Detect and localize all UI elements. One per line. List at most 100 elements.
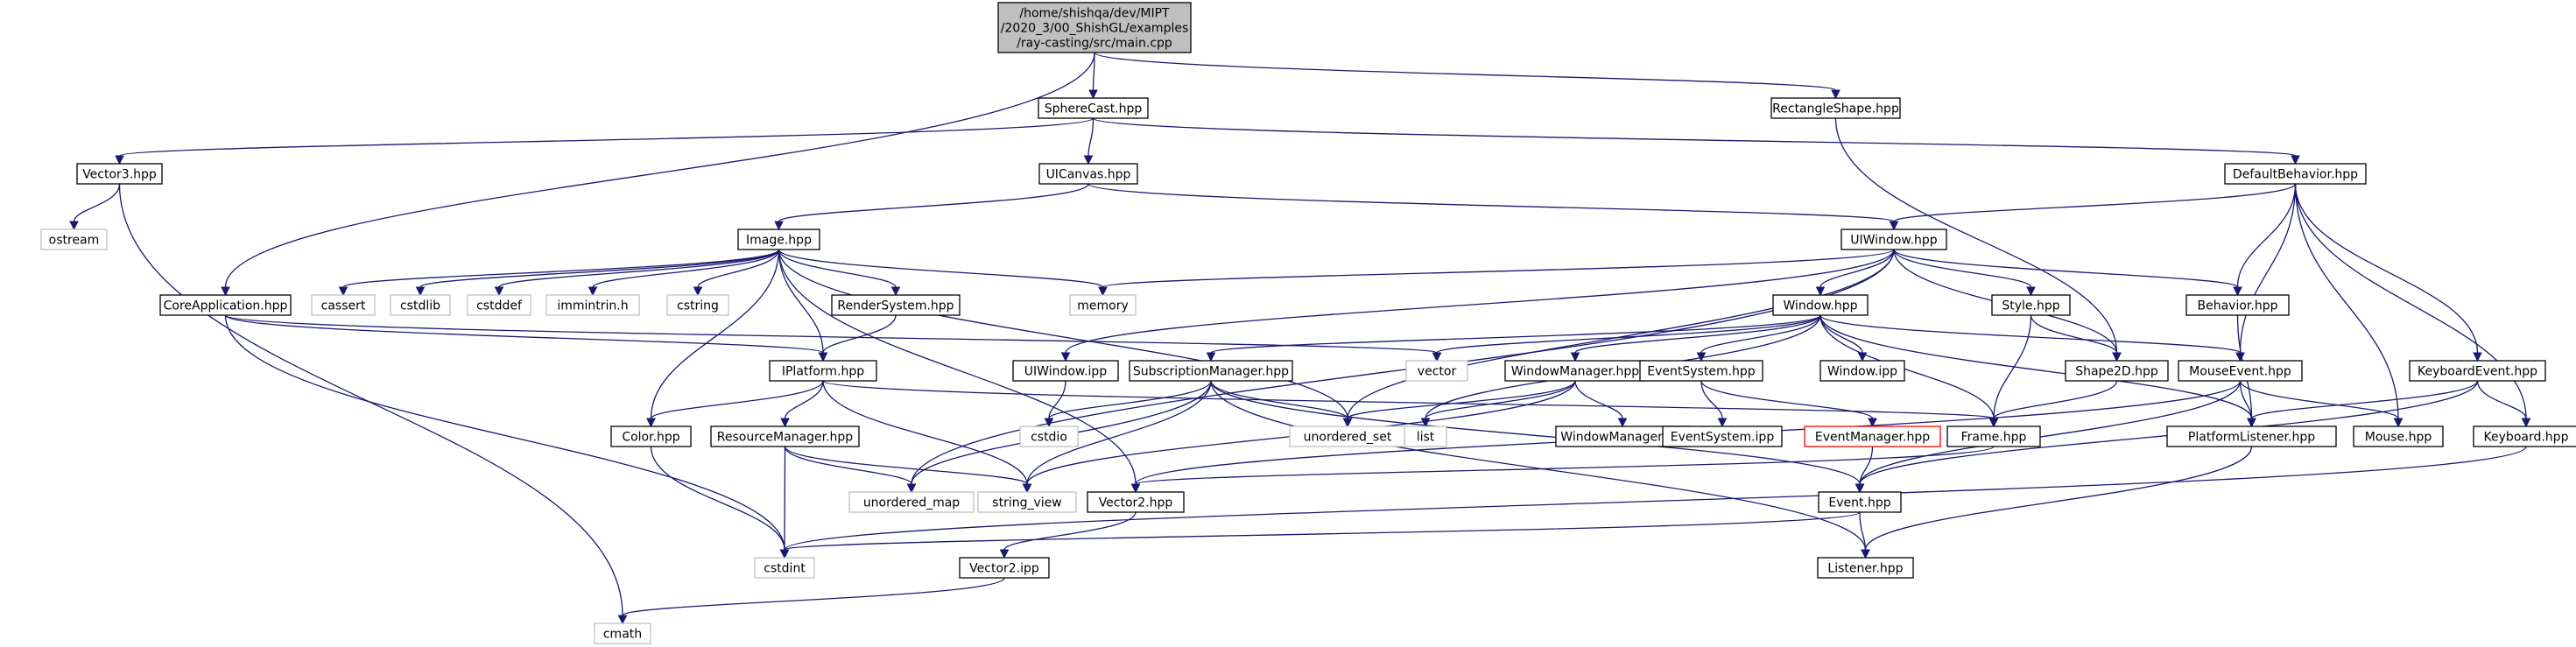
node-box [997,2,1192,53]
node-label: Image.hpp [746,234,812,248]
node-resourcemanager[interactable]: ResourceManager.hpp [710,425,860,447]
node-box [159,294,292,316]
node-vector3[interactable]: Vector3.hpp [76,163,163,185]
file-nodes: /home/shishqa/dev/MIPT/2020_3/00_ShishGL… [40,2,2576,644]
node-windowipp[interactable]: Window.ipp [1819,360,1905,382]
edge-shape2d-to-frame [1988,380,2118,428]
node-mouseevent[interactable]: MouseEvent.hpp [2178,360,2303,382]
node-label: SphereCast.hpp [1045,102,1143,116]
edge-window-to-windowipp [1819,314,1868,362]
edge-eventsystem-to-eventsystemipp [1700,380,1728,428]
node-box [390,294,451,316]
node-box [1770,97,1901,119]
node-eventsystem[interactable]: EventSystem.hpp [1639,360,1763,382]
node-box [1819,360,1905,382]
node-keyboard[interactable]: Keyboard.hpp [2473,425,2576,447]
node-label: Frame.hpp [1961,431,2027,445]
node-eventmanager[interactable]: EventManager.hpp [1804,425,1941,447]
node-platformlistener[interactable]: PlatformListener.hpp [2166,425,2337,447]
edge-arrowhead [617,615,628,625]
edge-style-to-frame [1988,314,2032,428]
node-list: list [1404,425,1447,447]
node-box [710,425,860,447]
node-label: list [1417,431,1435,445]
node-window[interactable]: Window.hpp [1772,294,1869,316]
edge-color-to-cstdint [650,446,790,559]
node-keyboardevent[interactable]: KeyboardEvent.hpp [2409,360,2546,382]
edge-uiwindow-to-memory [1098,249,1895,297]
edge-arrowhead [1855,483,1865,494]
node-label: cstdint [764,562,806,576]
edge-arrowhead [338,286,348,297]
edge-spherecast-to-uicanvas [1083,117,1094,165]
node-label: EventSystem.hpp [1647,365,1756,379]
node-windowmanager[interactable]: WindowManager.hpp [1504,360,1646,382]
node-shape2d[interactable]: Shape2D.hpp [2065,360,2169,382]
node-label: cstdio [1031,431,1067,445]
edge-arrowhead [1815,286,1826,297]
node-rectangleshape[interactable]: RectangleShape.hpp [1770,97,1901,119]
edge-event-to-listener [1859,511,1870,559]
node-uiwindow[interactable]: UIWindow.hpp [1841,229,1947,250]
node-label: /2020_3/00_ShishGL/examples [1001,22,1189,36]
node-cstddef: cstddef [467,294,531,316]
node-eventsystemipp[interactable]: EventSystem.ipp [1662,425,1783,447]
edge-arrowhead [890,286,901,297]
node-label: Behavior.hpp [2198,299,2278,313]
node-box [2473,425,2576,447]
edge-main-to-rectangleshape [1094,52,1841,100]
edge-arrowhead [2393,418,2404,428]
node-cstring: cstring [666,294,729,316]
node-color[interactable]: Color.hpp [610,425,692,447]
node-listener[interactable]: Listener.hpp [1817,557,1914,579]
node-box [666,294,729,316]
node-mouse[interactable]: Mouse.hpp [2353,425,2444,447]
edge-arrowhead [1432,352,1442,362]
node-behavior[interactable]: Behavior.hpp [2185,294,2290,316]
node-box [1129,360,1293,382]
edge-arrowhead [1098,286,1108,297]
node-event[interactable]: Event.hpp [1818,491,1902,513]
node-label: UICanvas.hpp [1046,168,1131,182]
edge-arrowhead [999,549,1010,559]
node-frame[interactable]: Frame.hpp [1946,425,2041,447]
edge-uicanvas-to-uiwindow [1087,183,1899,231]
node-vector2ipp[interactable]: Vector2.ipp [959,557,1050,579]
node-vector2[interactable]: Vector2.hpp [1087,491,1185,513]
node-uiwindowipp[interactable]: UIWindow.ipp [1012,360,1119,382]
node-uicanvas[interactable]: UICanvas.hpp [1038,163,1138,185]
node-subscriptionmanager[interactable]: SubscriptionManager.hpp [1129,360,1293,382]
node-cassert: cassert [311,294,376,316]
edge-coreapplication-to-cstdint [224,314,790,559]
dependency-edges [69,52,2531,625]
node-defaultbehavior[interactable]: DefaultBehavior.hpp [2224,163,2367,185]
edge-uiwindow-to-window [1815,249,1895,297]
edge-mouseevent-to-mouse [2239,380,2404,428]
edge-arrowhead [1861,549,1870,559]
node-label: ostream [49,234,100,248]
node-rendersystem[interactable]: RenderSystem.hpp [831,294,961,316]
node-box [1038,97,1149,119]
node-style[interactable]: Style.hpp [1991,294,2071,316]
edge-arrowhead [780,418,790,428]
node-coreapplication[interactable]: CoreApplication.hpp [159,294,292,316]
node-label: RenderSystem.hpp [837,299,954,313]
node-label: Mouse.hpp [2365,431,2432,445]
node-box [2353,425,2444,447]
edge-spherecast-to-defaultbehavior [1092,117,2300,165]
node-box [2224,163,2367,185]
node-label: Window.hpp [1783,299,1857,313]
node-box [959,557,1050,579]
node-unordered_map: unordered_map [848,491,975,513]
node-iplatform[interactable]: IPlatform.hpp [769,360,877,382]
node-main[interactable]: /home/shishqa/dev/MIPT/2020_3/00_ShishGL… [997,2,1192,53]
node-spherecast[interactable]: SphereCast.hpp [1038,97,1149,119]
node-label: WindowManager.hpp [1511,365,1639,379]
node-box [754,557,815,579]
node-image[interactable]: Image.hpp [737,229,820,250]
edge-arrowhead [1889,221,1899,231]
edge-arrowhead [646,418,656,428]
node-box [848,491,975,513]
edge-iplatform-to-frame [822,380,1999,428]
node-label: PlatformListener.hpp [2188,431,2315,445]
